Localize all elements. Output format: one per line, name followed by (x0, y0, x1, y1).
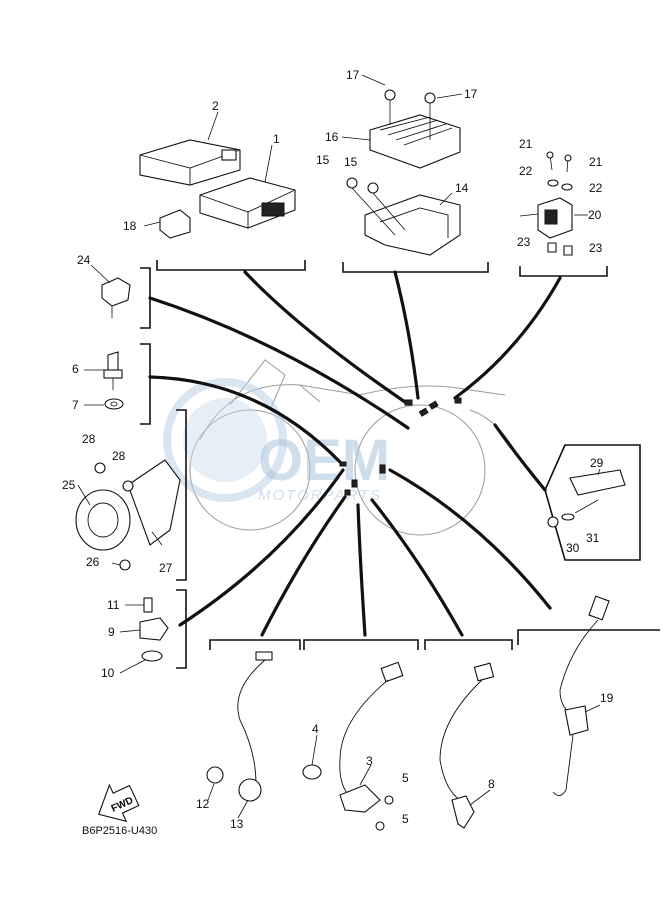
callout-7: 7 (72, 398, 79, 412)
callout-18: 18 (123, 219, 137, 233)
callout-15-left: 15 (316, 153, 330, 167)
part-23-nut-left[interactable] (547, 242, 557, 253)
part-15-bolt-left[interactable] (346, 177, 358, 189)
callout-11: 11 (107, 598, 120, 612)
callout-28-lower: 28 (112, 449, 126, 463)
watermark-brand: OEM (258, 428, 390, 493)
wire-routes (148, 270, 562, 637)
callout-22-left: 22 (519, 164, 533, 178)
callout-5-lower: 5 (402, 812, 409, 826)
callout-21-right: 21 (589, 155, 603, 169)
part-9-switch[interactable] (139, 617, 169, 641)
right-parts (547, 469, 626, 528)
part-14-bracket[interactable] (364, 194, 461, 256)
part-22-washer-left[interactable] (547, 179, 559, 187)
callout-3: 3 (366, 754, 373, 768)
harness-connectors (339, 397, 462, 496)
callout-17-right: 17 (464, 87, 478, 101)
part-26-bolt[interactable] (119, 559, 131, 571)
part-25-horn[interactable] (75, 489, 131, 551)
grouping-brackets (140, 260, 660, 669)
relay-group (537, 151, 573, 256)
callout-30: 30 (566, 541, 580, 555)
part-13-sender[interactable] (238, 778, 262, 802)
rectifier-group (346, 89, 461, 256)
part-15-bolt-right[interactable] (367, 182, 379, 194)
callout-15-right: 15 (344, 155, 358, 169)
callout-19: 19 (600, 691, 614, 705)
part-2-unit[interactable] (139, 139, 241, 186)
part-11-bolt[interactable] (143, 597, 153, 613)
callout-14: 14 (455, 181, 469, 195)
bottom-sensors (206, 595, 610, 831)
part-18-clip[interactable] (159, 209, 191, 239)
part-12-sensor[interactable] (206, 766, 224, 784)
callout-28-upper: 28 (82, 432, 96, 446)
part-21-screw-left[interactable] (546, 151, 554, 159)
callout-1: 1 (273, 132, 280, 146)
part-19-sensor[interactable] (564, 705, 589, 736)
part-4-o-ring[interactable] (302, 764, 322, 780)
callout-4: 4 (312, 722, 319, 736)
part-28-bolt-lower[interactable] (122, 480, 134, 492)
callout-25: 25 (62, 478, 76, 492)
part-17-bolt-right[interactable] (424, 92, 436, 104)
callout-8: 8 (488, 777, 495, 791)
callout-labels: 1 2 3 4 5 5 6 7 8 9 10 11 12 13 14 15 15… (62, 68, 614, 831)
part-5-screw-upper[interactable] (384, 795, 394, 805)
callout-31: 31 (586, 531, 600, 545)
part-24-relay[interactable] (101, 277, 131, 307)
callout-21-left: 21 (519, 137, 533, 151)
callout-2: 2 (212, 99, 219, 113)
part-1-connector (261, 202, 285, 217)
callout-16: 16 (325, 130, 339, 144)
part-8-sensor[interactable] (451, 795, 475, 829)
part-3-sensor[interactable] (339, 784, 381, 813)
ecu-group (139, 139, 296, 239)
left-parts (75, 277, 181, 662)
part-31-washer[interactable] (561, 513, 575, 521)
callout-12: 12 (196, 797, 210, 811)
callout-27: 27 (159, 561, 173, 575)
part-22-washer-right[interactable] (561, 183, 573, 191)
callout-23-right: 23 (589, 241, 603, 255)
part-21-screw-right[interactable] (564, 154, 572, 162)
callout-26: 26 (86, 555, 100, 569)
callout-24: 24 (77, 253, 91, 267)
callout-17-left: 17 (346, 68, 360, 82)
callout-23-left: 23 (517, 235, 531, 249)
leader-lines (77, 111, 601, 819)
callout-6: 6 (72, 362, 79, 376)
callout-10: 10 (101, 666, 115, 680)
part-30-nut[interactable] (547, 516, 559, 528)
part-27-horn-bracket[interactable] (127, 459, 181, 546)
part-5-screw-lower[interactable] (375, 821, 385, 831)
fwd-arrow: FWD (97, 783, 140, 823)
callout-5-upper: 5 (402, 771, 409, 785)
part-29-reflector[interactable] (569, 469, 626, 496)
part-23-nut-right[interactable] (563, 245, 573, 256)
reference-code: B6P2516-U430 (82, 825, 157, 837)
callout-20: 20 (588, 208, 602, 222)
part-28-bolt-upper[interactable] (94, 462, 106, 474)
callout-29: 29 (590, 456, 604, 470)
callout-22-right: 22 (589, 181, 603, 195)
callout-13: 13 (230, 817, 244, 831)
callout-9: 9 (108, 625, 115, 639)
part-17-bolt-left[interactable] (384, 89, 396, 101)
part-10-o-ring[interactable] (141, 650, 163, 662)
